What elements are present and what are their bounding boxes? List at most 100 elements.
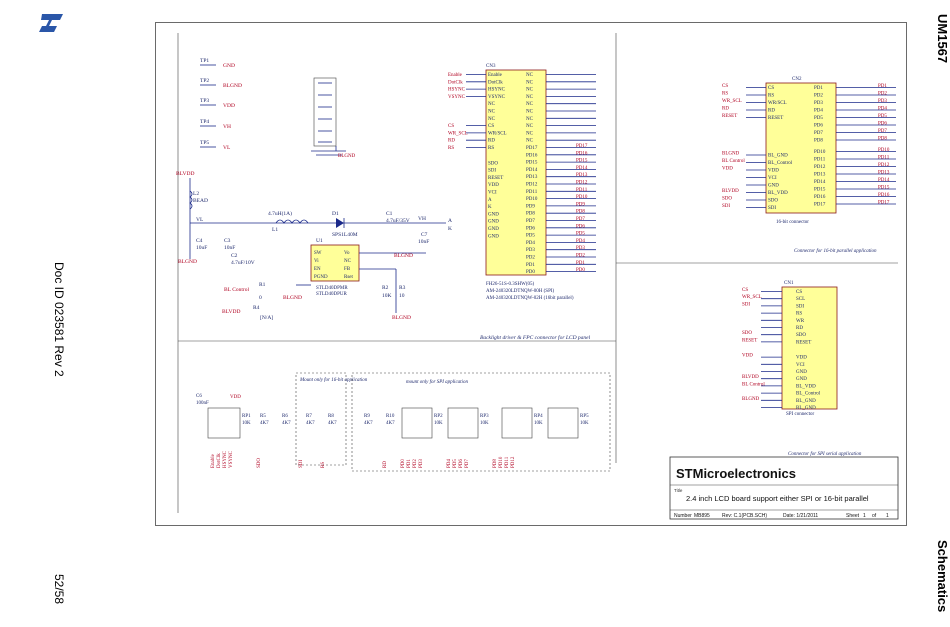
r-value: 4K7 — [260, 421, 269, 426]
cn3-net-right: PD13 — [576, 173, 588, 178]
cn2-pin-right: PD5 — [814, 116, 823, 121]
company-name: STMicroelectronics — [676, 466, 796, 481]
cn3-pin-right: PD14 — [526, 168, 538, 173]
tp-net: BLGND — [223, 83, 242, 89]
doc-id: Doc ID 023581 Rev 2 — [52, 262, 66, 377]
l1-value: 4.7uH(1A) — [268, 210, 292, 217]
c1-ref: C1 — [386, 211, 393, 217]
cn3-pin-left: Enable — [488, 73, 503, 78]
cn3-net-right: PD9 — [576, 202, 585, 207]
c1-value: 4.7uF/35V — [386, 218, 410, 224]
c2-value: 4.7uF/10V — [231, 260, 255, 266]
r6-ref: R6 — [282, 414, 288, 419]
cn2-pin-left: WR/SCL — [768, 101, 787, 106]
cn1-pin: SDO — [796, 333, 806, 338]
r2-ref: R2 — [382, 285, 389, 291]
cn1-pin: SDI — [796, 304, 804, 309]
cn3-net-left: DotClk — [448, 80, 463, 85]
cn3-pin-left: GND — [488, 220, 499, 225]
blgnd-label: BLGND — [394, 253, 413, 259]
cn2-net-left: BLGND — [722, 152, 740, 157]
backlight-caption: Backlight driver & FPC connector for LCD… — [480, 334, 591, 341]
c6-ref: C6 — [196, 394, 202, 399]
revision: Rev: C.1(PCB.SCH) — [722, 513, 767, 519]
cn3-pin-left: SDO — [488, 161, 498, 166]
cn2-pin-right: PD16 — [814, 195, 826, 200]
blgnd-label: BLGND — [392, 315, 411, 321]
cn2-net-left: BLVDD — [722, 189, 739, 194]
cn2-net-left: RS — [722, 92, 728, 97]
blvdd-net: BLVDD — [222, 309, 240, 315]
cn3-net-right: PD10 — [576, 195, 588, 200]
pullup-net: PD7 — [465, 459, 470, 468]
cn3-part: AM-240320LDTNQW-02H (16bit parallel) — [486, 296, 574, 301]
cn3-pin-right: NC — [526, 95, 534, 100]
cn3-pin-right: NC — [526, 117, 534, 122]
u1-pin: Vo — [344, 251, 350, 256]
cn2-net-left: SDI — [722, 204, 730, 209]
u1-pin: PGND — [314, 275, 328, 280]
cn3-pin-right: PD12 — [526, 183, 538, 188]
cn2-net-left: CS — [722, 84, 728, 89]
rp5-ref: RP5 — [580, 414, 589, 419]
cn2-net-right: PD2 — [878, 92, 887, 97]
cn3-pin-left: VDD — [488, 183, 499, 188]
cn1-net: BLGND — [742, 397, 760, 402]
cn3-net-right: PD2 — [576, 254, 585, 259]
r-value: 4K7 — [364, 421, 373, 426]
cn3-pin-right: PD3 — [526, 248, 535, 253]
cn2-pin-right: PD8 — [814, 139, 823, 144]
cn3-pin-right: PD5 — [526, 234, 535, 239]
cn2-pin-left: SDO — [768, 199, 778, 204]
tp-ref: TP1 — [200, 58, 209, 64]
tp-ref: TP2 — [200, 78, 209, 84]
c3-value: 10nF — [224, 245, 235, 251]
cn3-net-right: PD16 — [576, 151, 588, 156]
test-point: TP4 VH — [200, 119, 231, 130]
rp-value: 10K — [480, 421, 489, 426]
cn1-pin: RESET — [796, 340, 811, 345]
doc-number: UM1567 — [935, 14, 950, 64]
test-point: TP5 VL — [200, 140, 231, 151]
u1-pin: Vi — [314, 259, 319, 264]
u1-pin: EN — [314, 267, 321, 272]
cn2-pin-right: PD12 — [814, 165, 826, 170]
cn3-pin-right: NC — [526, 110, 534, 115]
cn2-pin-left: SDI — [768, 206, 776, 211]
d1-part: SPS1L40M — [332, 232, 358, 238]
cn3-pin-right: NC — [526, 73, 534, 78]
cn1-net: CS — [742, 288, 748, 293]
pullup-net: PD11 — [505, 456, 510, 468]
cn2-net-right: PD11 — [878, 156, 890, 161]
cn3-net-right: PD7 — [576, 217, 585, 222]
cn1-pin: BL_VDD — [796, 384, 816, 389]
cn2-net-left: VDD — [722, 167, 733, 172]
u1-pin: Rset — [344, 275, 354, 280]
cn3-pin-right: NC — [526, 88, 534, 93]
pullup-net: PD3 — [419, 459, 424, 468]
blgnd-label: BLGND — [283, 295, 302, 301]
cn3-pin-left: GND — [488, 227, 499, 232]
u1-pin: FB — [344, 267, 351, 272]
rp1-ref: RP1 — [242, 414, 251, 419]
cn3-pin-left: WR/SCL — [488, 131, 507, 136]
cn3-pin-right: PD2 — [526, 256, 535, 261]
r9-ref: R9 — [364, 414, 370, 419]
cn2-pin-left: CS — [768, 86, 774, 91]
cn3-net-right: PD12 — [576, 181, 588, 186]
cn1-pin: BL_Control — [796, 392, 821, 397]
test-point: TP3 VDD — [200, 98, 235, 109]
cn3-pin-right: PD4 — [526, 241, 535, 246]
cn2-pin-left: RD — [768, 109, 775, 114]
c6-value: 100nF — [196, 401, 209, 406]
cn3-pin-left: DotClk — [488, 80, 503, 85]
cn1-pin: BL_GND — [796, 406, 816, 411]
cn3-net-right: PD3 — [576, 246, 585, 251]
cn3-pin-left: NC — [488, 117, 496, 122]
cn2-pin-left: BL_GND — [768, 154, 788, 159]
rp-value: 10K — [580, 421, 589, 426]
cn1-ref: CN1 — [784, 281, 794, 286]
r1-ref: R1 — [259, 282, 266, 288]
cn2-pin-right: PD2 — [814, 94, 823, 99]
pullup-net: DotClk — [217, 453, 222, 468]
